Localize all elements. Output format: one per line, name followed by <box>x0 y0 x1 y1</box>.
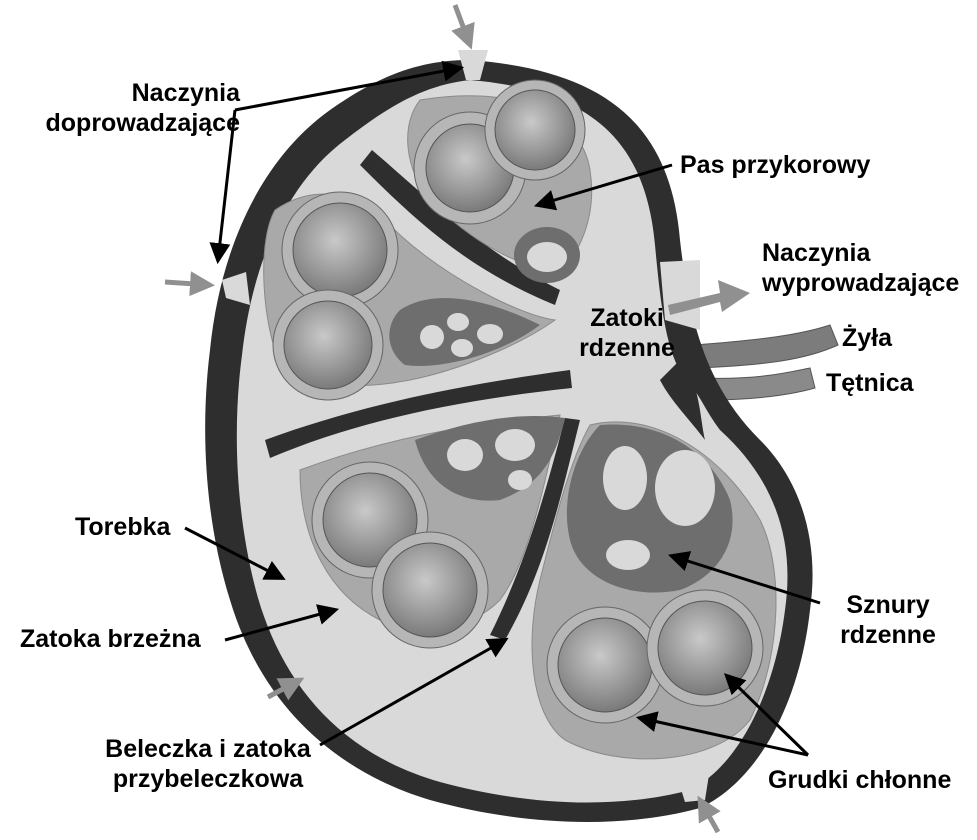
label-follicles: Grudki chłonne <box>768 766 952 794</box>
label-capsule: Torebka <box>75 513 171 541</box>
label-medullary-sinus: Zatoki rdzenne <box>562 303 692 363</box>
lymph-flow-arrows <box>164 4 721 834</box>
trabecula-left <box>265 370 572 458</box>
label-medullary-sinus-line2: rdzenne <box>579 334 675 362</box>
label-pointers <box>184 60 821 757</box>
label-medullary-cords: Sznury rdzenne <box>818 590 958 650</box>
label-paracortex: Pas przykorowy <box>680 151 871 179</box>
label-trabecula-line1: Beleczka i zatoka <box>105 735 311 763</box>
label-trabecula-line2: przybeleczkowa <box>112 765 304 793</box>
artery-vessel <box>699 367 816 401</box>
afferent-entries <box>222 50 710 802</box>
hilum-dark <box>660 360 705 440</box>
label-afferent: Naczynia doprowadzające <box>40 78 241 138</box>
label-medullary-cords-line2: rdzenne <box>840 621 936 649</box>
vein-vessel <box>694 324 839 369</box>
label-vein: Żyła <box>842 324 893 352</box>
medullary-cords <box>389 227 733 593</box>
trabecula-top <box>360 150 560 305</box>
label-trabecula: Beleczka i zatoka przybeleczkowa <box>88 734 328 794</box>
label-afferent-line2: doprowadzające <box>45 109 241 137</box>
label-efferent: Naczynia wyprowadzające <box>762 238 959 298</box>
label-afferent-line1: Naczynia <box>131 79 240 107</box>
efferent-flow-arrow <box>668 280 750 315</box>
label-efferent-line1: Naczynia <box>762 239 871 267</box>
label-medullary-sinus-line1: Zatoki <box>590 304 664 332</box>
label-subcapsular-sinus: Zatoka brzeżna <box>20 625 201 653</box>
label-efferent-line2: wyprowadzające <box>762 269 960 297</box>
trabecula-bottom <box>490 418 580 640</box>
label-artery: Tętnica <box>826 369 914 397</box>
label-medullary-cords-line1: Sznury <box>846 591 930 619</box>
